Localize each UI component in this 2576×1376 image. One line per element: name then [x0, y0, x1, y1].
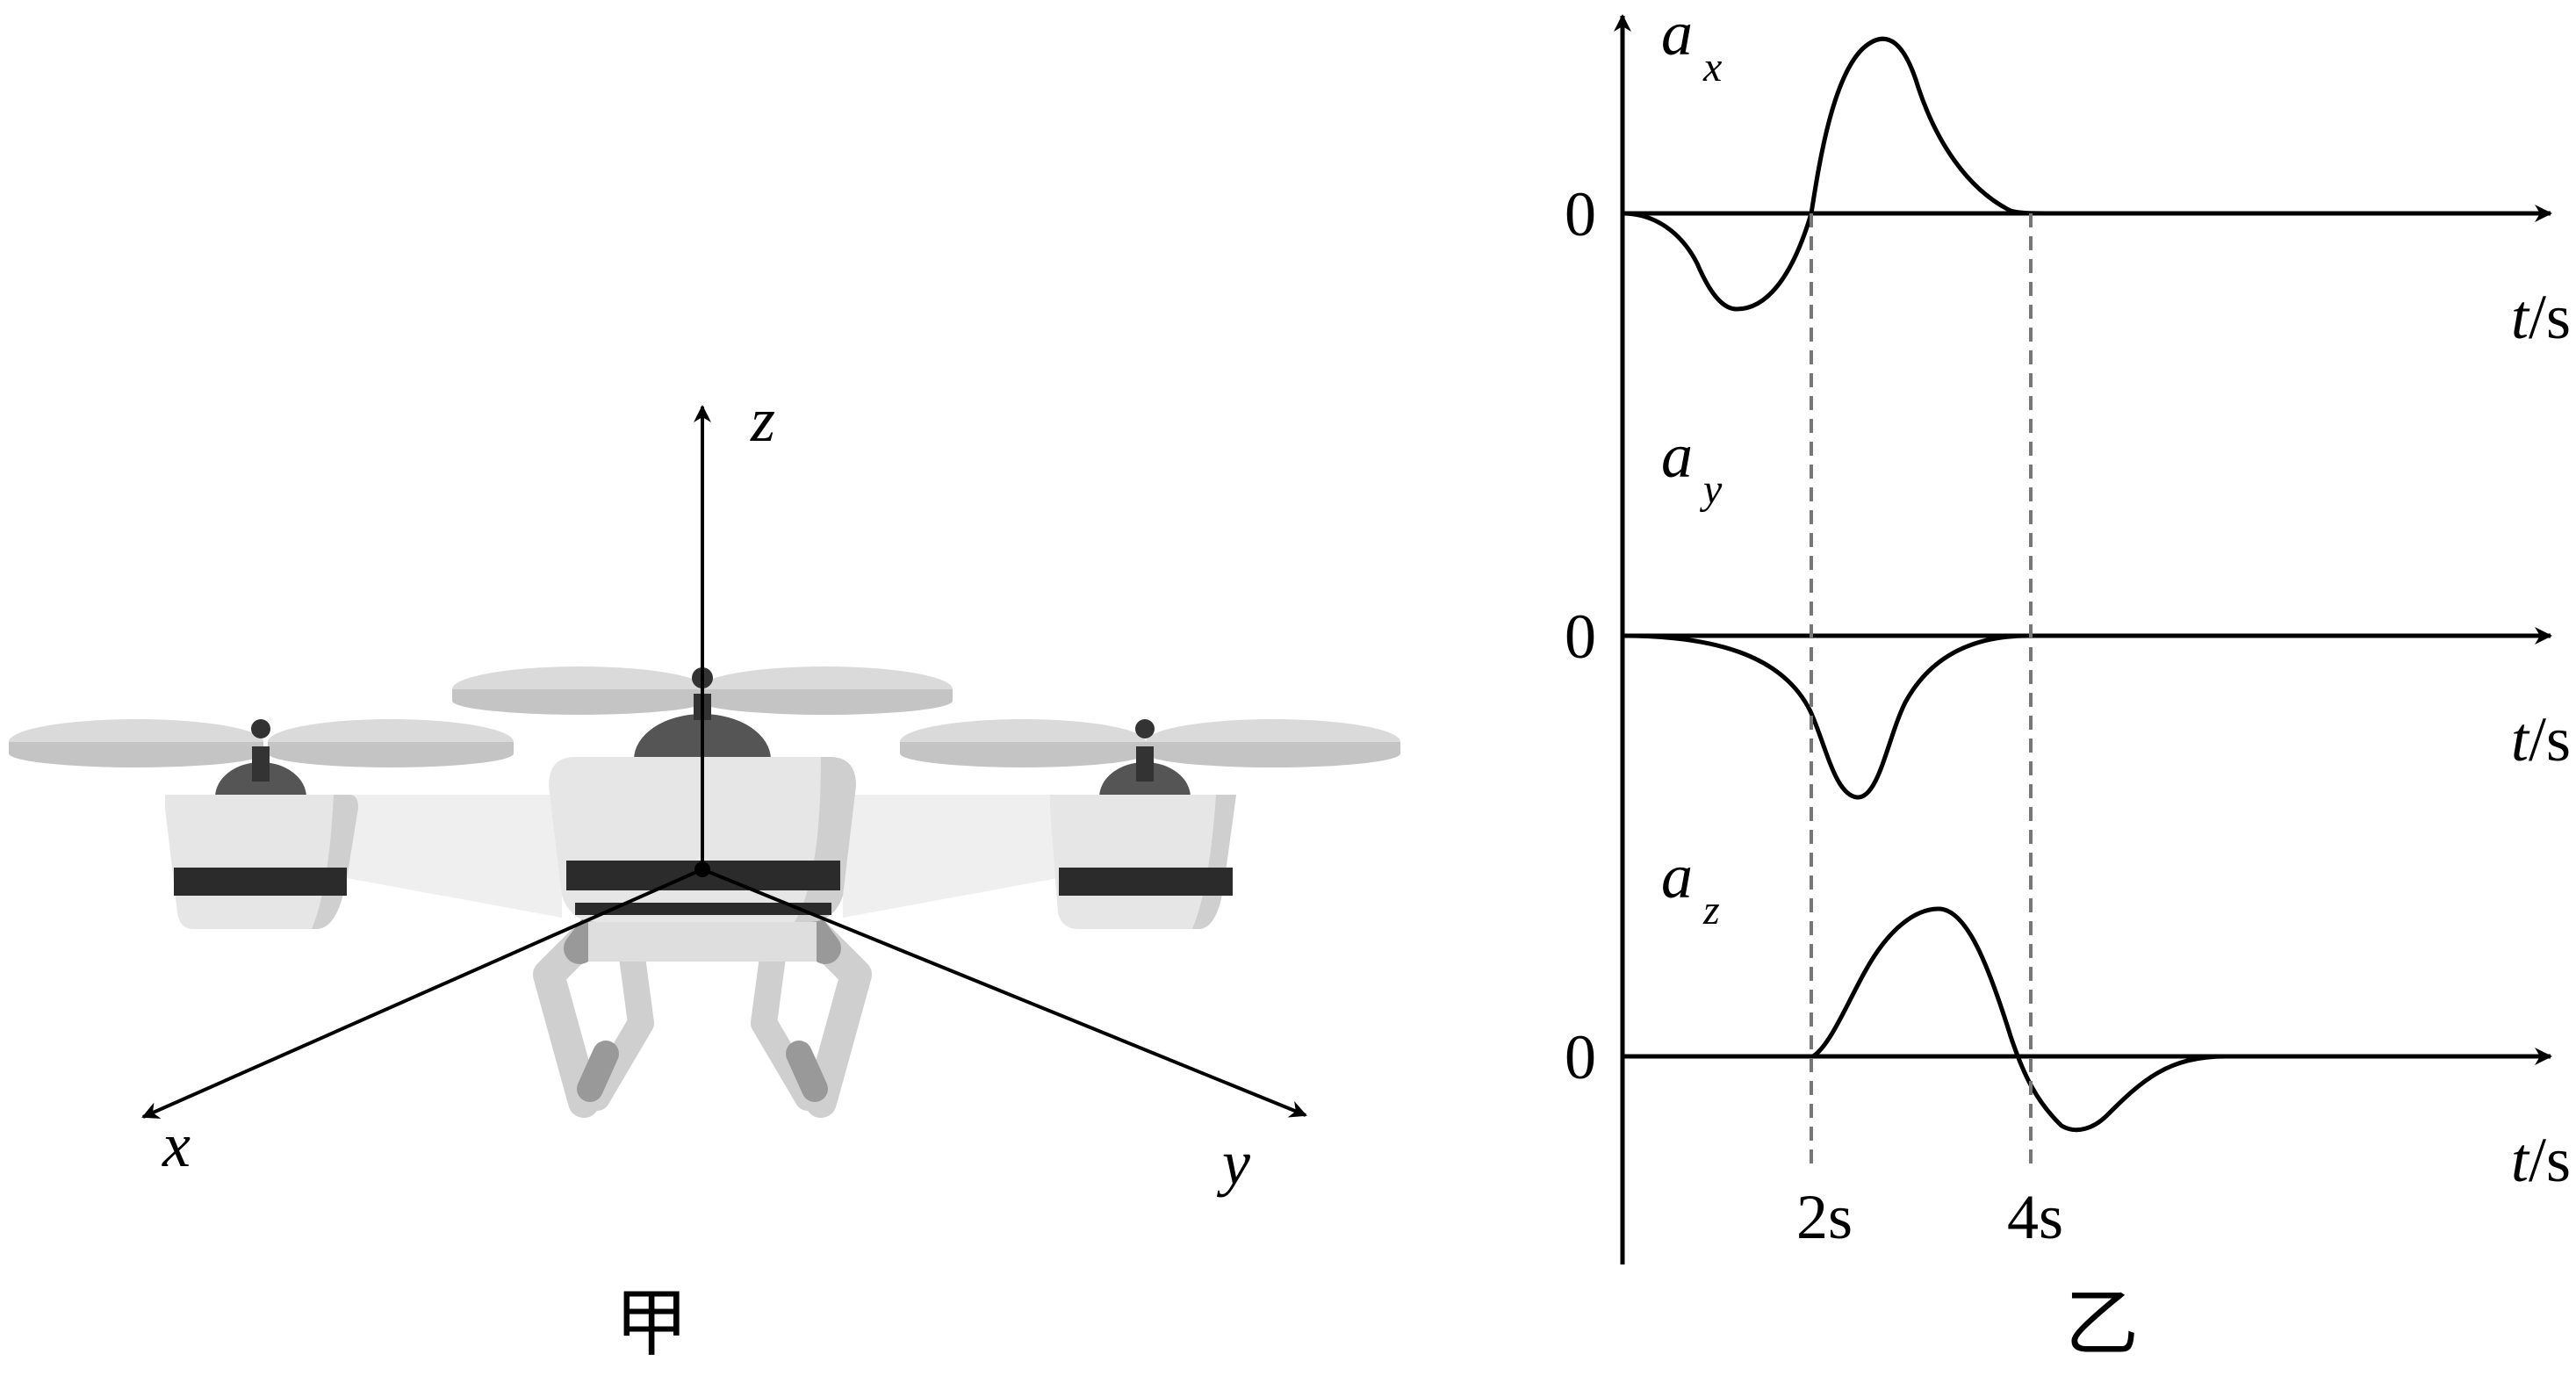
caption-right: 乙: [2065, 1280, 2140, 1366]
graph-az: 0 a z t/s: [1565, 841, 2571, 1195]
x-axis: [141, 868, 703, 1119]
ay-time-label: t/s: [2511, 704, 2571, 774]
time-mark-2s: 2s: [1796, 1182, 1853, 1252]
motor-left: [215, 719, 306, 797]
drone-arm-left: [347, 795, 562, 918]
az-origin-label: 0: [1565, 1022, 1596, 1092]
y-axis-label: y: [1216, 1127, 1250, 1198]
drone-arm-right: [843, 795, 1058, 918]
ay-var-subscript: y: [1699, 466, 1723, 513]
y-axis: [702, 868, 1307, 1118]
ay-var-label: a: [1661, 421, 1693, 491]
z-axis-label: z: [750, 385, 775, 455]
ax-curve: [1622, 36, 2335, 312]
ax-var-subscript: x: [1702, 44, 1722, 90]
drone-coordinate-axes: [141, 405, 1307, 1119]
ay-curve: [1622, 633, 2046, 800]
az-time-label: t/s: [2511, 1125, 2571, 1195]
az-var-label: a: [1661, 841, 1693, 911]
ax-var-label: a: [1661, 0, 1693, 68]
ax-time-label: t/s: [2511, 282, 2571, 352]
ax-origin-label: 0: [1565, 179, 1596, 249]
axes-origin: [694, 861, 710, 877]
time-mark-4s: 4s: [2007, 1182, 2063, 1252]
drone-illustration: [9, 666, 1400, 1118]
graph-ax: 0 a x t/s: [1565, 0, 2571, 352]
ay-origin-label: 0: [1565, 602, 1596, 672]
pod-right: [1050, 795, 1236, 929]
graph-ay: 0 a y t/s: [1565, 421, 2571, 800]
az-curve: [1811, 906, 2248, 1133]
caption-left: 甲: [615, 1280, 689, 1366]
az-var-subscript: z: [1702, 887, 1720, 933]
landing-gear: [533, 915, 872, 1118]
pod-left: [165, 795, 358, 929]
x-axis-label: x: [162, 1110, 191, 1180]
motor-right: [1099, 719, 1191, 797]
